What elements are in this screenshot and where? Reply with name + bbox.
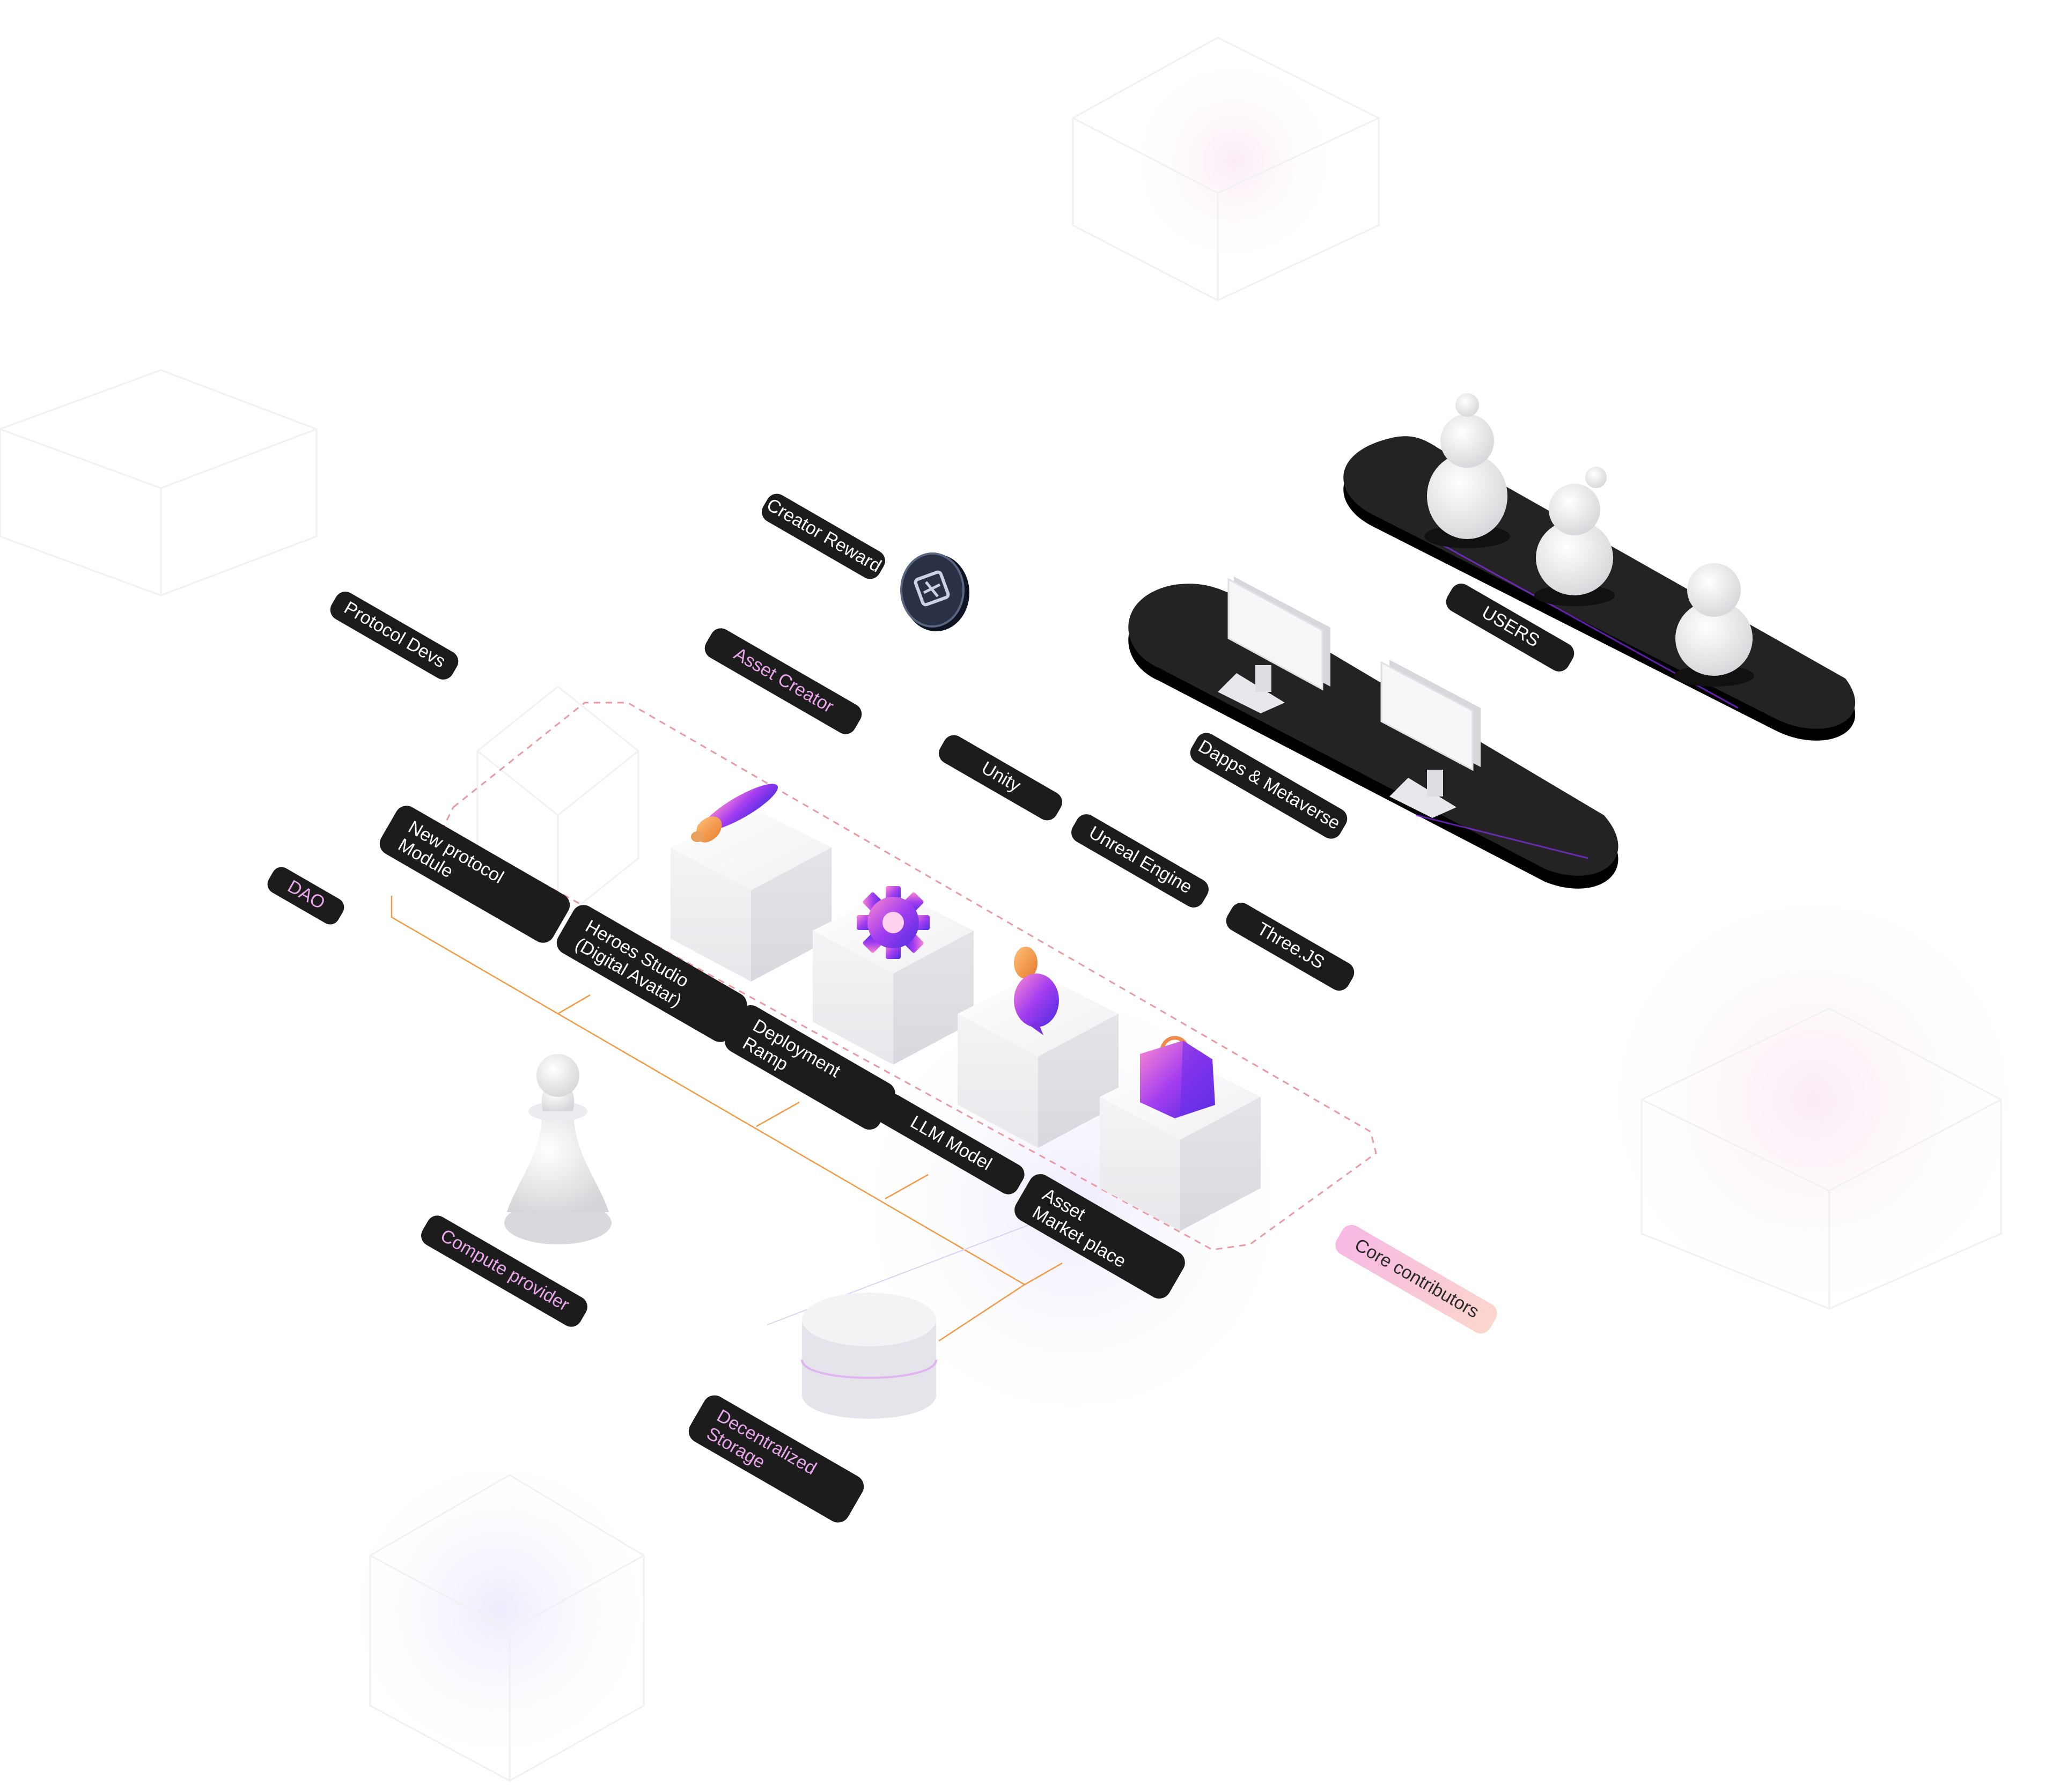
pawn-icon [504, 1054, 612, 1244]
label-protocol-devs-text: Protocol Devs [341, 598, 449, 672]
user-figure-icon [1674, 563, 1754, 687]
gear-icon [857, 886, 930, 959]
label-asset-creator: Asset Creator [704, 628, 862, 734]
label-creator-reward-text: Creator Reward [763, 495, 885, 577]
background-glow [1588, 874, 2039, 1325]
label-dao: DAO [267, 867, 344, 925]
label-unity: Unity [939, 735, 1062, 821]
dapps-platform [1128, 584, 1618, 889]
shopping-bag-icon [1140, 1036, 1215, 1118]
label-core-contributors-text: Core contributors [1351, 1235, 1483, 1322]
label-three-js: Three.JS [1226, 903, 1355, 991]
monitor-icon [1380, 660, 1481, 818]
label-protocol-devs: Protocol Devs [330, 592, 459, 680]
paintbrush-icon [691, 784, 778, 843]
monitor-icon [1218, 577, 1330, 713]
chat-bubble-icon [1014, 947, 1059, 1035]
background-glow [1127, 54, 1341, 268]
label-creator-reward: Creator Reward [762, 493, 885, 579]
label-core-contributors: Core contributors [1335, 1225, 1497, 1334]
label-unreal-engine: Unreal Engine [1071, 814, 1209, 908]
core-contributors-boundary [442, 702, 1377, 1251]
user-figure-icon [1534, 467, 1615, 606]
storage-disk-icon [801, 1293, 937, 1419]
connector-lines [391, 896, 1063, 1342]
coin-logo-icon [900, 552, 969, 631]
label-asset-creator-text: Asset Creator [731, 644, 837, 717]
label-unreal-engine-text: Unreal Engine [1085, 822, 1196, 898]
user-figure-icon [1424, 393, 1510, 548]
background-glow [338, 1448, 660, 1770]
